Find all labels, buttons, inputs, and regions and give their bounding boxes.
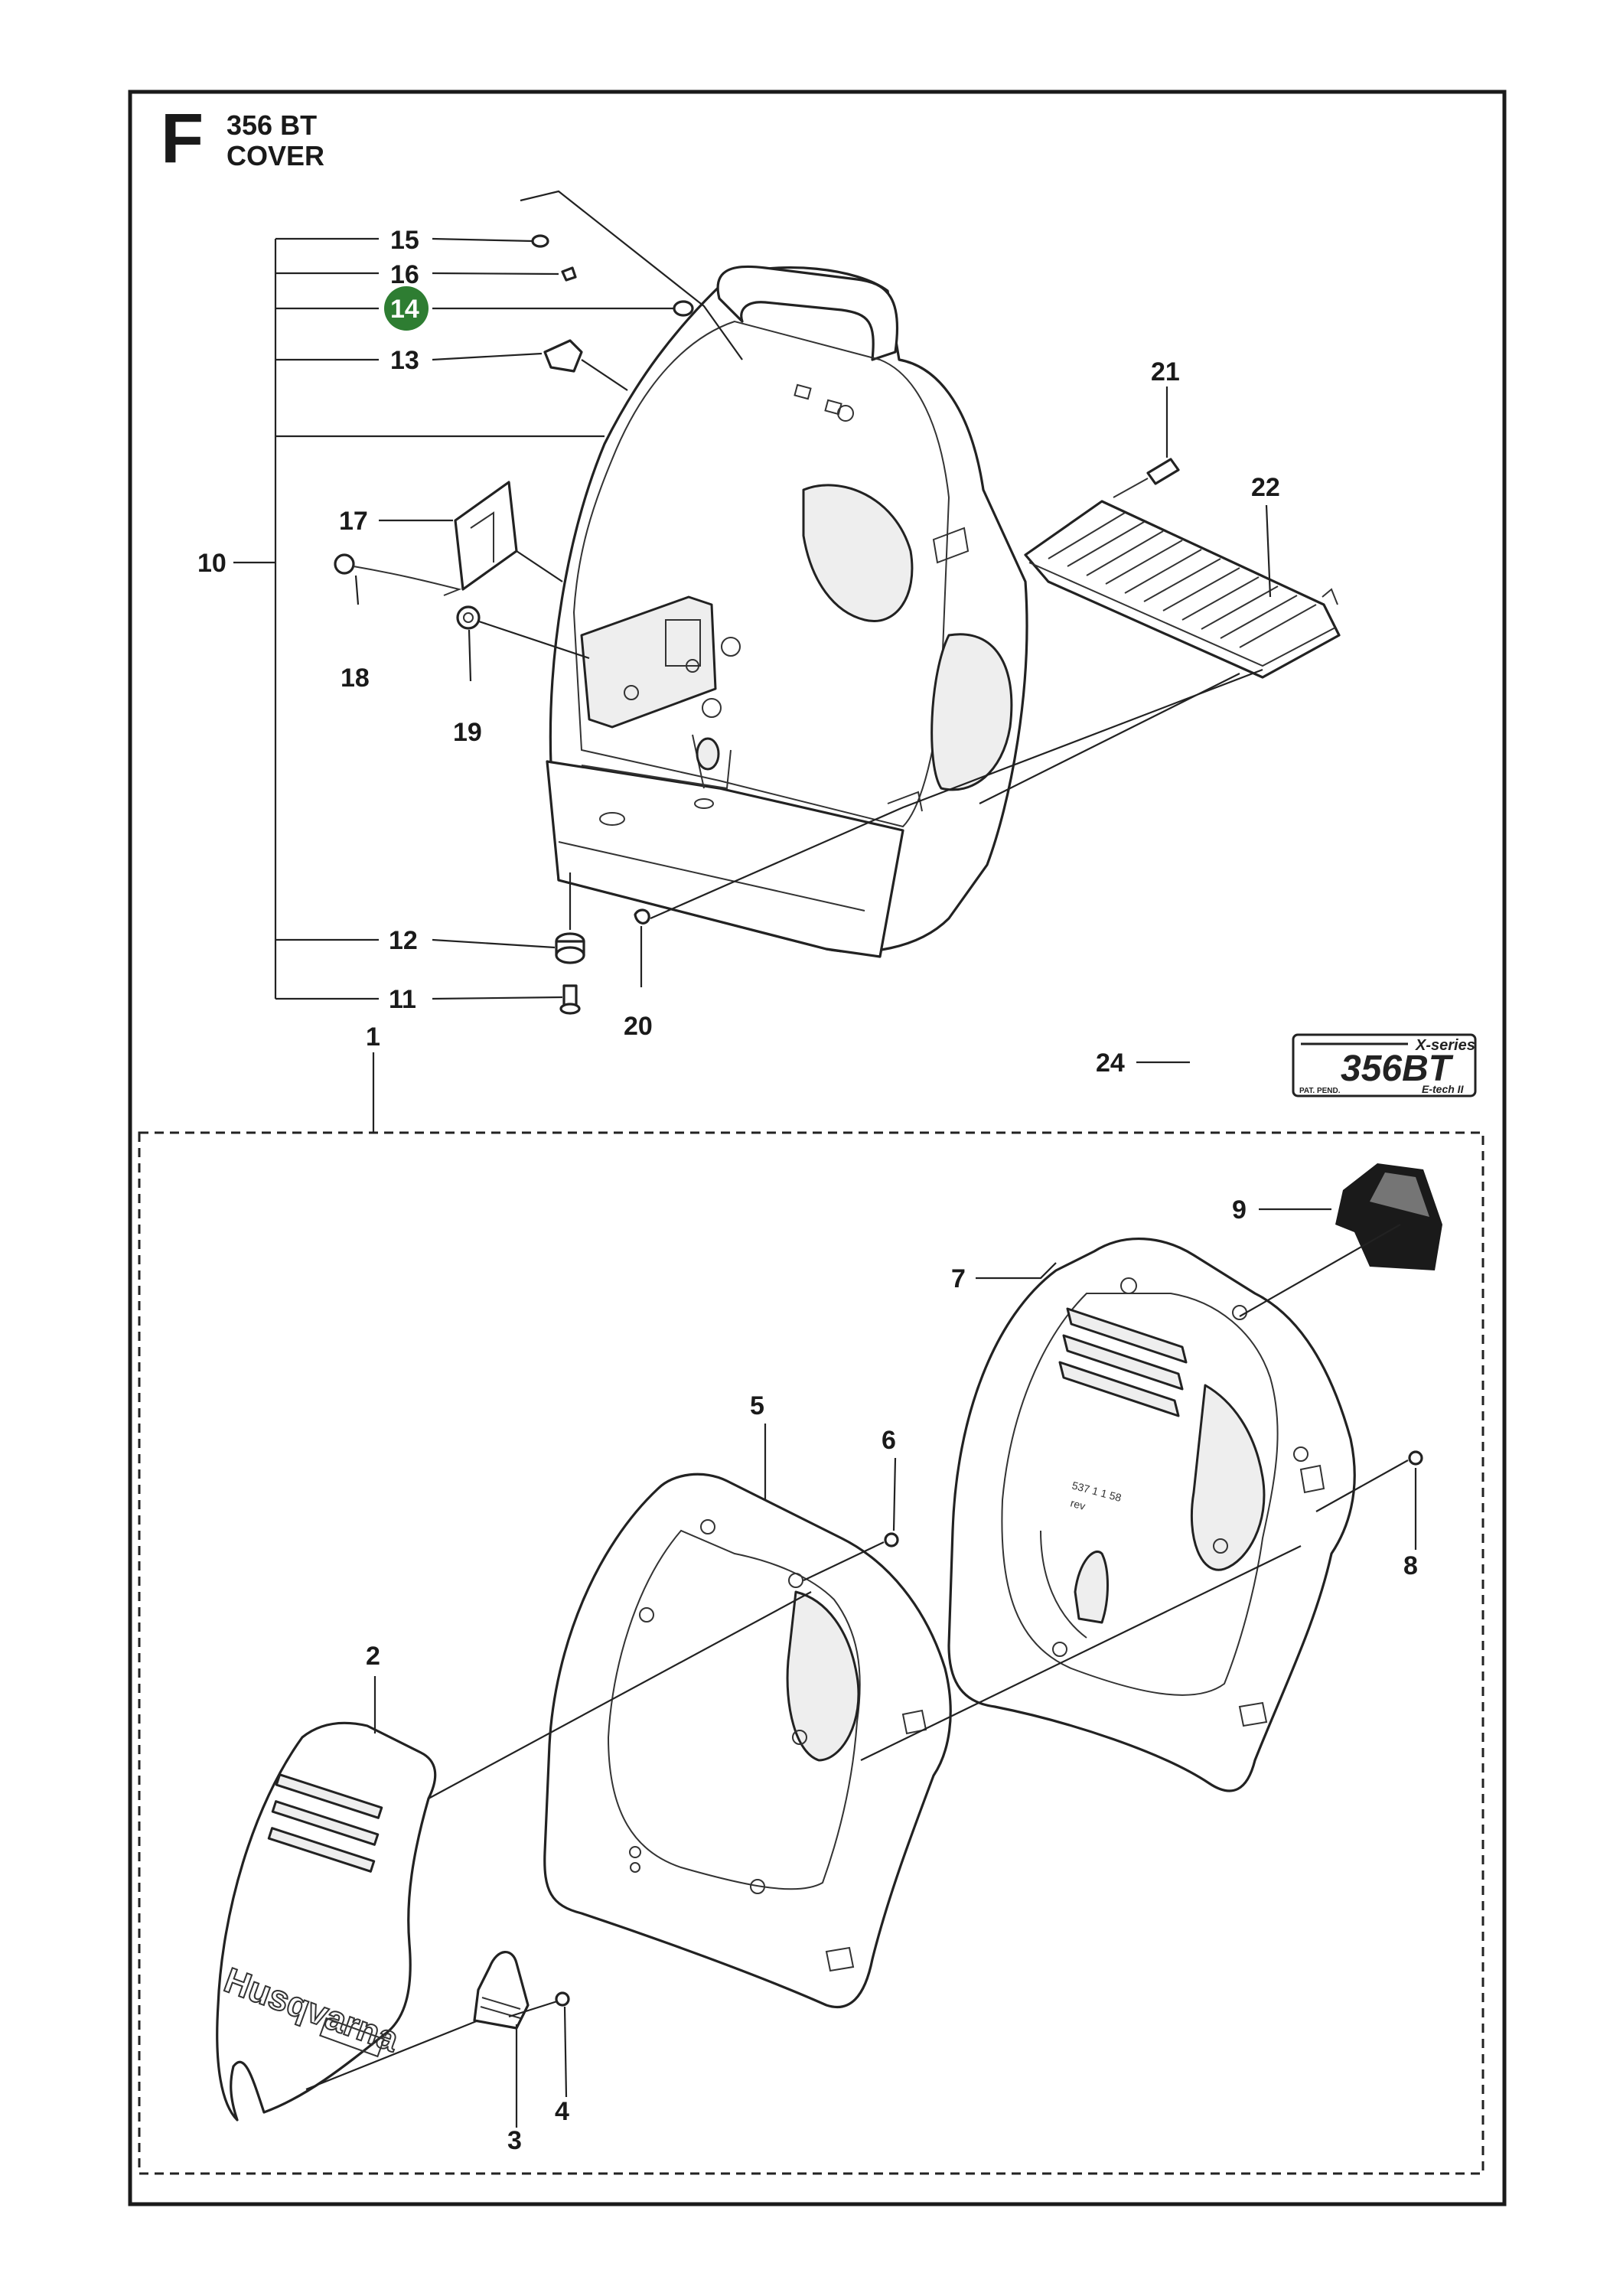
callout-14: 14 <box>390 295 419 324</box>
assembly-1-dashed-box <box>138 1131 1484 2175</box>
callout-20: 20 <box>624 1012 653 1041</box>
callout-6: 6 <box>882 1426 896 1455</box>
bolt-part-21 <box>1113 458 1180 498</box>
callout-8: 8 <box>1403 1551 1418 1580</box>
basket-part-22 <box>1024 500 1341 679</box>
screw-part-4 <box>555 1991 570 2007</box>
decal-part-24: X-series 356BT PAT. PEND. E-tech II <box>1292 1033 1477 1097</box>
basket-ribs <box>1048 512 1317 648</box>
callout-16: 16 <box>390 260 419 289</box>
callout-5: 5 <box>750 1391 764 1420</box>
callout-10: 10 <box>197 549 227 578</box>
section-letter: F <box>161 99 204 178</box>
callout-4: 4 <box>555 2097 569 2126</box>
callout-3: 3 <box>507 2126 522 2155</box>
callout-13: 13 <box>390 346 419 375</box>
plug-part-14 <box>673 300 694 317</box>
clip-part-13 <box>543 339 583 373</box>
decal-etech-text: E-tech II <box>1422 1083 1465 1095</box>
decal-model-text: 356BT <box>1341 1049 1454 1089</box>
callout-21: 21 <box>1151 357 1180 386</box>
lower-leader-lines <box>305 1208 1417 2128</box>
nut-part-19 <box>456 605 481 630</box>
upper-leader-lines <box>233 190 1272 1064</box>
cable-part-18 <box>334 553 462 596</box>
callout-11: 11 <box>389 985 416 1014</box>
clip-part-16 <box>561 266 577 282</box>
washer-part-15 <box>531 234 549 248</box>
screw-part-11 <box>559 984 581 1015</box>
callout-17: 17 <box>339 507 368 536</box>
callout-7: 7 <box>951 1264 966 1293</box>
outer-frame <box>128 90 1507 2206</box>
section-title: COVER <box>227 140 324 171</box>
grommet-part-12 <box>555 932 585 964</box>
callout-15: 15 <box>390 226 419 255</box>
callout-1: 1 <box>366 1022 380 1052</box>
callout-12: 12 <box>389 926 418 955</box>
clip-part-20 <box>634 908 650 925</box>
rear-cover-part-7: 537 1 1 58 rev <box>947 1237 1356 1792</box>
callout-19: 19 <box>453 718 482 747</box>
callout-22: 22 <box>1251 473 1280 502</box>
screw-part-8 <box>1408 1450 1423 1466</box>
rev-stamp: rev <box>1069 1496 1087 1512</box>
middle-cover-part-5 <box>543 1473 952 2009</box>
callout-9: 9 <box>1232 1195 1247 1225</box>
decal-series-text: X-series <box>1415 1037 1475 1054</box>
callout-18: 18 <box>341 664 370 693</box>
decal-pat-text: PAT. PEND. <box>1299 1087 1341 1095</box>
callout-labels: 15 16 14 13 10 17 18 19 12 11 20 1 21 22… <box>197 226 1418 2155</box>
callout-24: 24 <box>1096 1049 1125 1078</box>
decal-part-9 <box>1335 1163 1442 1270</box>
guard-part-3 <box>473 1951 530 2030</box>
screw-part-6 <box>884 1532 899 1548</box>
highlight-circle-14 <box>384 286 429 331</box>
frame-assembly <box>546 265 1028 958</box>
plate-part-17 <box>454 481 518 591</box>
model-title: 356 BT <box>227 109 317 141</box>
front-cover-part-2: Husqvarna <box>216 1721 437 2122</box>
callout-2: 2 <box>366 1642 380 1671</box>
